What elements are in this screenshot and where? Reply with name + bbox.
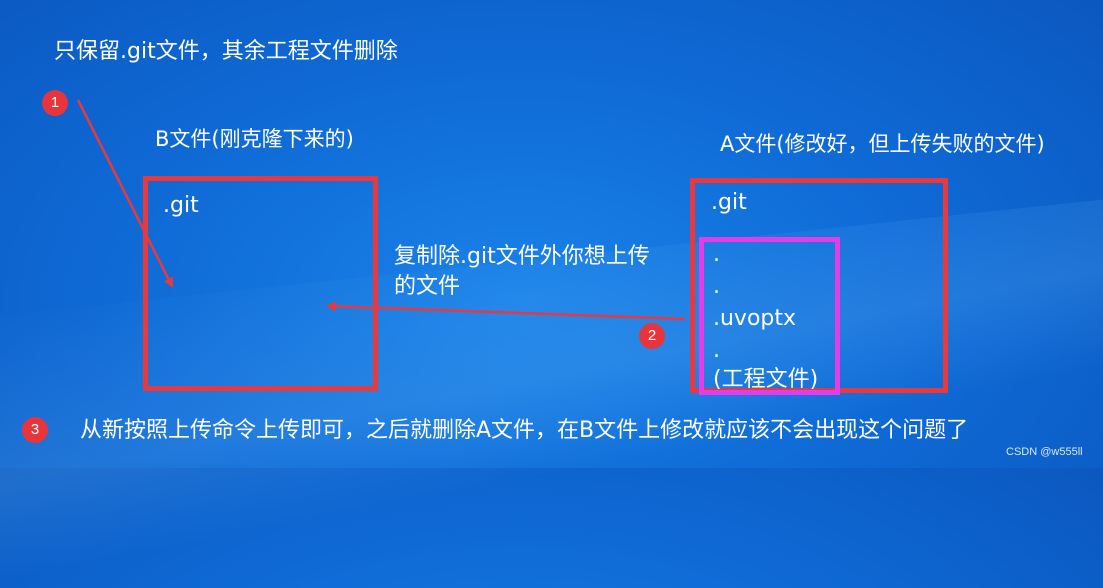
step-badge-2: 2 bbox=[639, 323, 665, 349]
folder-a-item: . bbox=[713, 338, 720, 363]
folder-a-item-uvoptx: .uvoptx bbox=[713, 306, 797, 331]
copy-text-line1: 复制除.git文件外你想上传 bbox=[394, 244, 650, 269]
folder-a-item-project-files: (工程文件) bbox=[713, 367, 819, 392]
folder-a-item: . bbox=[713, 242, 720, 267]
folder-a-item: . bbox=[713, 274, 720, 299]
watermark: CSDN @w555ll bbox=[1006, 446, 1083, 458]
step-badge-1: 1 bbox=[42, 90, 68, 116]
arrow-step1-to-folder-b bbox=[76, 99, 174, 288]
folder-b-box bbox=[143, 176, 378, 391]
step1-text: 只保留.git文件，其余工程文件删除 bbox=[54, 39, 398, 64]
folder-a-title: A文件(修改好，但上传失败的文件) bbox=[720, 132, 1045, 156]
step-badge-3: 3 bbox=[22, 417, 48, 443]
folder-a-selection-box bbox=[699, 237, 840, 395]
folder-b-item-git: .git bbox=[163, 193, 199, 218]
arrows-layer bbox=[76, 99, 686, 321]
copy-text-line2: 的文件 bbox=[394, 274, 461, 299]
step3-text: 从新按照上传命令上传即可，之后就删除A文件，在B文件上修改就应该不会出现这个问题… bbox=[80, 418, 969, 443]
folder-b-title: B文件(刚克隆下来的) bbox=[155, 127, 354, 151]
folder-a-item-git: .git bbox=[711, 190, 747, 215]
arrow-folder-a-to-folder-b bbox=[326, 301, 686, 321]
